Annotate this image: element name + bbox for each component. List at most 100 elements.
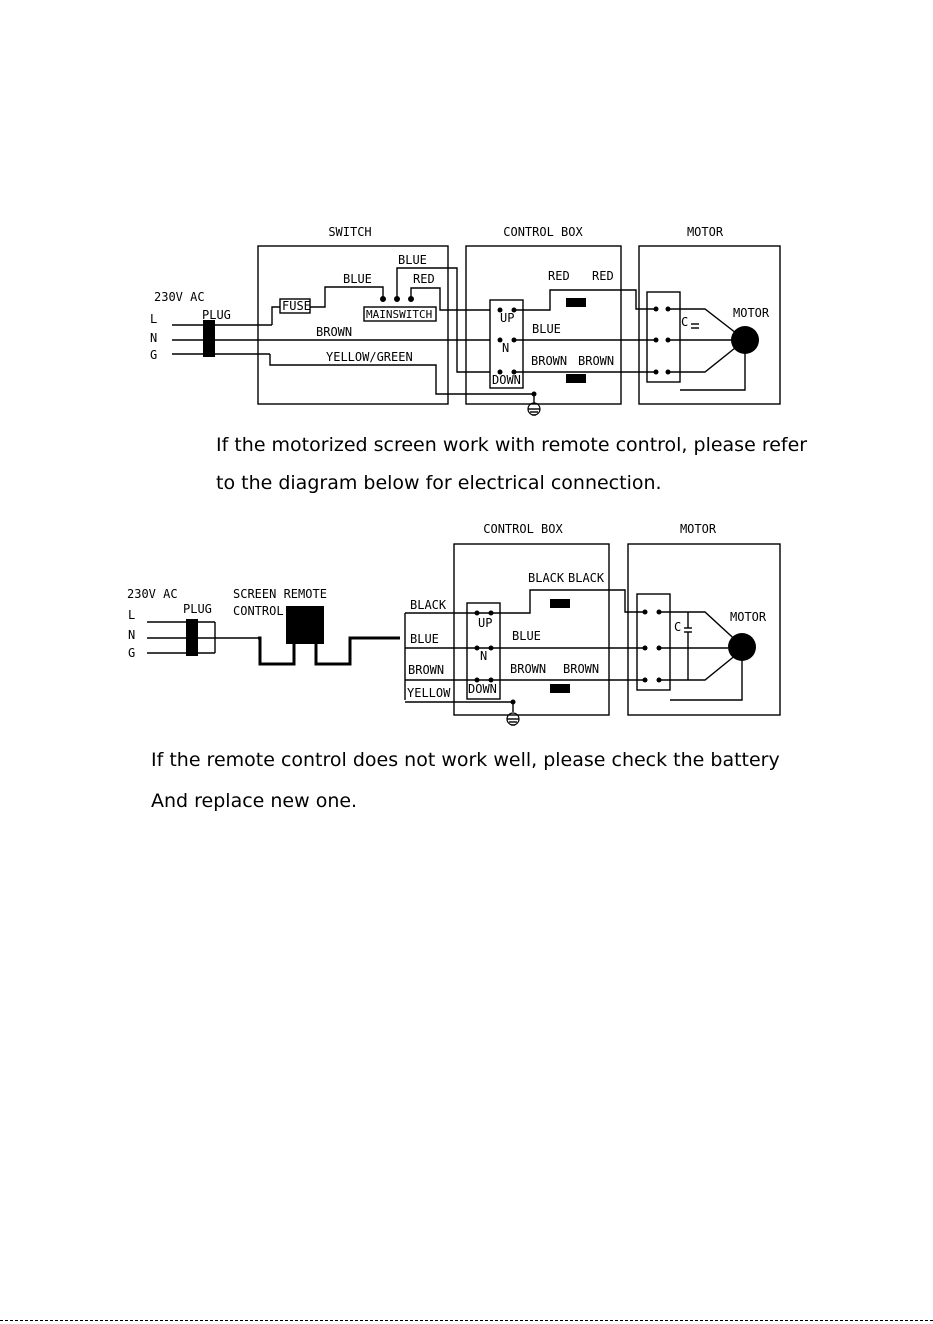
wire-yellow-2: [405, 701, 514, 712]
switch-pos-n: N: [502, 341, 509, 355]
switch-contact: [488, 677, 494, 683]
caption-2-line-2: And replace new one.: [151, 790, 358, 812]
wire-blue: [310, 286, 384, 308]
mainswitch-label: MAINSWITCH: [366, 308, 432, 321]
wiring-diagram-switch: SWITCH CONTROL BOX MOTOR 230V AC L N G P…: [150, 225, 781, 416]
wire-label-brown: BROWN: [316, 325, 352, 339]
wire-label-blue-2: BLUE: [410, 632, 439, 646]
motor-box-2: [627, 543, 781, 716]
ground-node: [531, 391, 537, 397]
switch-pos-down-2: DOWN: [468, 682, 497, 696]
remote-label-line-2: CONTROL: [233, 604, 284, 618]
line-label-l: L: [150, 312, 157, 326]
control-box-2: [453, 543, 610, 716]
switch-contact: [497, 337, 503, 343]
wire-label-red: RED: [413, 272, 435, 286]
motor-contact: [642, 677, 648, 683]
supply-label-2: 230V AC: [127, 587, 178, 601]
wire-motor-2-ground: [670, 648, 743, 701]
wire-label-cb-blue-2: BLUE: [512, 629, 541, 643]
motor-icon: [731, 326, 759, 354]
wire-motor-2-3: [659, 649, 743, 681]
plug-label-2: PLUG: [183, 602, 212, 616]
header-motor-2: MOTOR: [680, 522, 717, 536]
line-label-l-2: L: [128, 608, 135, 622]
wire-label-yellow-green: YELLOW/GREEN: [326, 350, 413, 364]
caption-1-line-2: to the diagram below for electrical conn…: [216, 472, 662, 494]
supply-label: 230V AC: [154, 290, 205, 304]
plug-label: PLUG: [202, 308, 231, 322]
wire-motor-2-1: [659, 611, 743, 647]
switch-pos-up: UP: [500, 311, 514, 325]
page-bottom-border: [0, 1320, 933, 1321]
switch-pos-down: DOWN: [492, 373, 521, 387]
line-label-g-2: G: [128, 646, 135, 660]
cable-out: [314, 636, 400, 666]
fuse-label: FUSE: [282, 299, 311, 313]
limit-switch-up-2: [550, 599, 570, 608]
wire-label-cb-blue: BLUE: [532, 322, 561, 336]
line-label-n: N: [150, 331, 157, 345]
header-motor: MOTOR: [687, 225, 724, 239]
wire-label-cb-black-2: BLACK: [568, 571, 605, 585]
wire-label-cb-brown-1: BROWN: [531, 354, 567, 368]
wire-label-cb-red-1: RED: [548, 269, 570, 283]
wire-blue-top: [396, 267, 490, 373]
switch-contact: [474, 645, 480, 651]
capacitor-label: C: [681, 315, 688, 329]
limit-switch-down: [566, 374, 586, 383]
direction-switch-2: [466, 602, 501, 700]
line-label-g: G: [150, 348, 157, 362]
motor-contact: [642, 645, 648, 651]
mainswitch-box: [363, 306, 437, 322]
wire-red: [410, 287, 490, 311]
plug-block: [203, 320, 215, 357]
motor-terminal-2: [636, 593, 671, 691]
mainswitch-contact-1: [380, 296, 386, 302]
control-box: [465, 245, 622, 405]
remote-label-line-1: SCREEN REMOTE: [233, 587, 327, 601]
limit-switch-down-2: [550, 684, 570, 693]
line-label-n-2: N: [128, 628, 135, 642]
wire-label-cb-brown-2: BROWN: [578, 354, 614, 368]
wire-label-cb-red-2: RED: [592, 269, 614, 283]
wire-label-cb-brown-2-2: BROWN: [563, 662, 599, 676]
motor-contact: [653, 337, 659, 343]
motor-label: MOTOR: [733, 306, 770, 320]
fuse-box: [279, 298, 311, 314]
motor-terminal: [646, 291, 681, 383]
motor-box: [638, 245, 781, 405]
motor-label-2: MOTOR: [730, 610, 767, 624]
switch-contact: [497, 307, 503, 313]
switch-pos-up-2: UP: [478, 616, 492, 630]
motor-contact: [642, 609, 648, 615]
wire-l-to-fuse: [271, 306, 280, 325]
wire-label-black-2: BLACK: [410, 598, 447, 612]
limit-switch-up: [566, 298, 586, 307]
switch-pos-n-2: N: [480, 649, 487, 663]
remote-receiver-block: [286, 606, 324, 644]
caption-1-line-1: If the motorized screen work with remote…: [216, 434, 808, 456]
ground-node-2: [510, 699, 516, 705]
header-control-box-2: CONTROL BOX: [483, 522, 563, 536]
switch-contact: [474, 677, 480, 683]
wire-motor-3: [668, 339, 746, 373]
motor-contact: [653, 369, 659, 375]
wire-label-cb-black-1: BLACK: [528, 571, 565, 585]
motor-icon-2: [728, 633, 756, 661]
plug-block-2: [186, 619, 198, 656]
wire-label-blue-top: BLUE: [398, 253, 427, 267]
wiring-diagram-remote: CONTROL BOX MOTOR 230V AC L N G PLUG SCR…: [127, 522, 781, 726]
switch-box: [257, 245, 449, 405]
wire-label-yellow-2: YELLOW: [407, 686, 451, 700]
motor-contact: [653, 306, 659, 312]
switch-contact: [488, 610, 494, 616]
wire-label-blue: BLUE: [343, 272, 372, 286]
caption-2-line-1: If the remote control does not work well…: [151, 749, 780, 771]
cable-in: [258, 636, 296, 666]
wire-cb-black-2: [500, 589, 645, 614]
capacitor-label-2: C: [674, 620, 681, 634]
wire-motor-ground: [680, 340, 746, 391]
direction-switch: [489, 299, 524, 389]
switch-contact: [497, 369, 503, 375]
